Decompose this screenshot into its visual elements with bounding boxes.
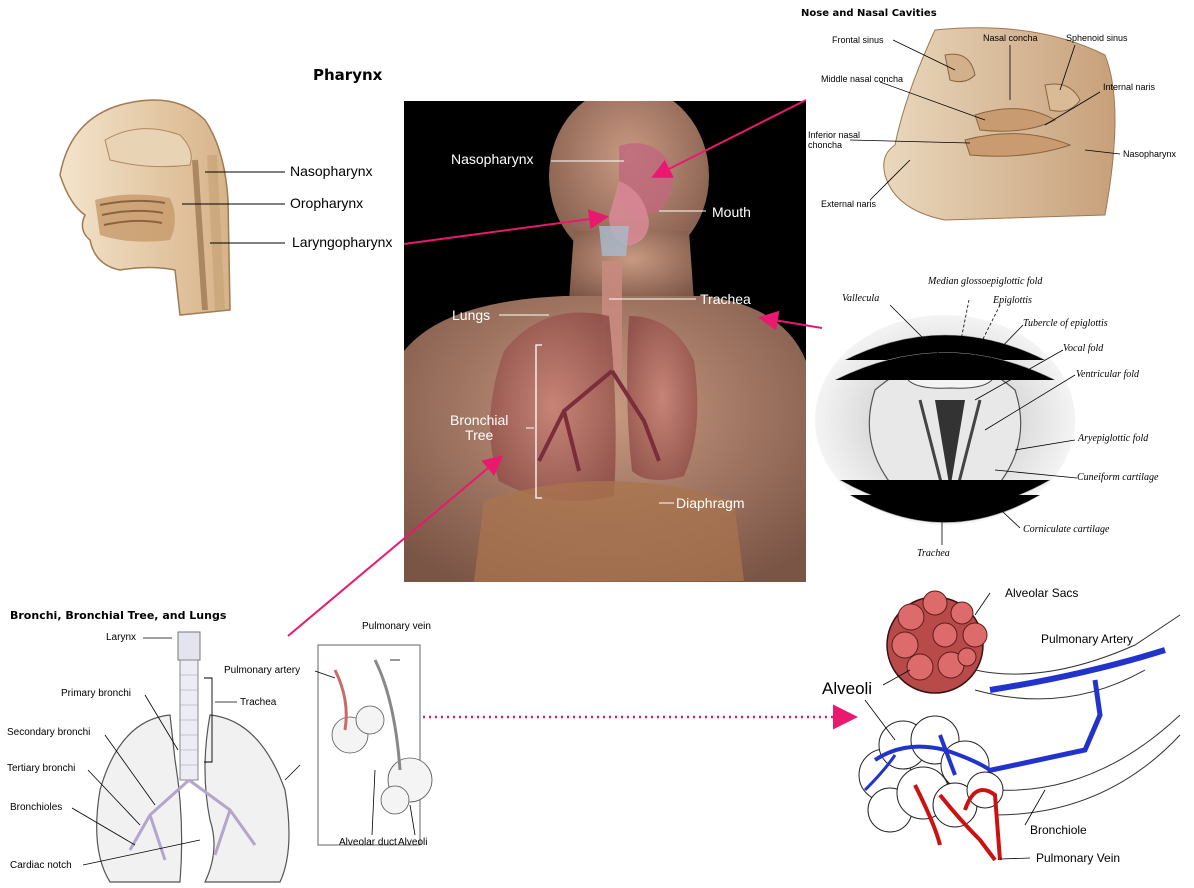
nose-label-nasopharynx: Nasopharynx [1123,149,1176,159]
nose-title: Nose and Nasal Cavities [801,8,937,19]
center-label-bronchial-line2: Tree [450,428,508,443]
larynx-label-median: Median glossoepiglottic fold [928,276,1042,287]
bronchi-label-trachea: Trachea [240,697,276,708]
larynx-label-tubercle: Tubercle of epiglottis [1023,318,1108,329]
nose-label-frontal-sinus: Frontal sinus [832,35,884,45]
pharynx-label-oropharynx: Oropharynx [290,195,363,211]
alveoli-label-alveolar-sacs: Alveolar Sacs [1005,586,1078,600]
bronchi-label-pulmonary-vein: Pulmonary vein [362,621,431,632]
larynx-label-vallecula: Vallecula [842,293,879,304]
nose-label-sphenoid-sinus: Sphenoid sinus [1066,33,1128,43]
bronchi-label-tertiary: Tertiary bronchi [7,763,75,774]
center-label-lungs: Lungs [452,307,490,323]
larynx-label-corniculate: Corniculate cartilage [1023,524,1109,535]
nose-label-internal-naris: Internal naris [1103,82,1155,92]
bronchi-label-pulmonary-artery: Pulmonary artery [224,665,300,676]
bronchi-label-larynx: Larynx [106,632,136,643]
larynx-label-aryepiglottic-fold: Aryepiglottic fold [1078,433,1148,444]
larynx-illustration [815,300,1115,545]
bronchi-label-alveoli: Alveoli [398,837,427,848]
center-torso-figure [404,101,806,582]
center-label-trachea: Trachea [700,291,751,307]
alveoli-label-pulmonary-artery: Pulmonary Artery [1041,632,1133,646]
larynx-label-ventricular-fold: Ventricular fold [1076,369,1139,380]
bronchi-label-secondary: Secondary bronchi [7,727,90,738]
larynx-label-trachea: Trachea [917,548,950,559]
center-label-nasopharynx: Nasopharynx [451,151,534,167]
nose-label-inferior-line1: Inferior nasal [808,130,860,140]
center-label-mouth: Mouth [712,204,751,220]
larynx-label-vocal-fold: Vocal fold [1063,343,1103,354]
center-label-bronchial-line1: Bronchial [450,413,508,428]
center-label-diaphragm: Diaphragm [676,495,744,511]
bronchi-label-bronchioles: Bronchioles [10,802,62,813]
alveoli-label-bronchiole: Bronchiole [1030,823,1087,837]
larynx-label-cuneiform: Cuneiform cartilage [1077,472,1158,483]
nose-label-inferior-line2: choncha [808,140,860,150]
pharynx-label-nasopharynx: Nasopharynx [290,163,373,179]
center-label-bronchial-tree: Bronchial Tree [450,413,508,443]
nose-label-external-naris: External naris [821,199,876,209]
pharynx-label-laryngopharynx: Laryngopharynx [292,234,392,250]
bronchi-label-primary: Primary bronchi [61,688,131,699]
alveoli-illustration [845,575,1190,865]
larynx-label-epiglottis: Epiglottis [993,295,1032,306]
nose-label-middle-nasal-concha: Middle nasal concha [821,74,903,84]
nose-label-inferior-nasal: Inferior nasal choncha [808,130,860,150]
bronchi-label-cardiac-notch: Cardiac notch [10,860,72,871]
bronchi-label-alveolar-duct: Alveolar duct [339,837,397,848]
alveoli-label-pulmonary-vein: Pulmonary Vein [1036,851,1120,865]
alveoli-label-alveoli: Alveoli [822,679,872,699]
nose-illustration [805,25,1190,225]
nose-label-nasal-concha: Nasal concha [983,33,1038,43]
